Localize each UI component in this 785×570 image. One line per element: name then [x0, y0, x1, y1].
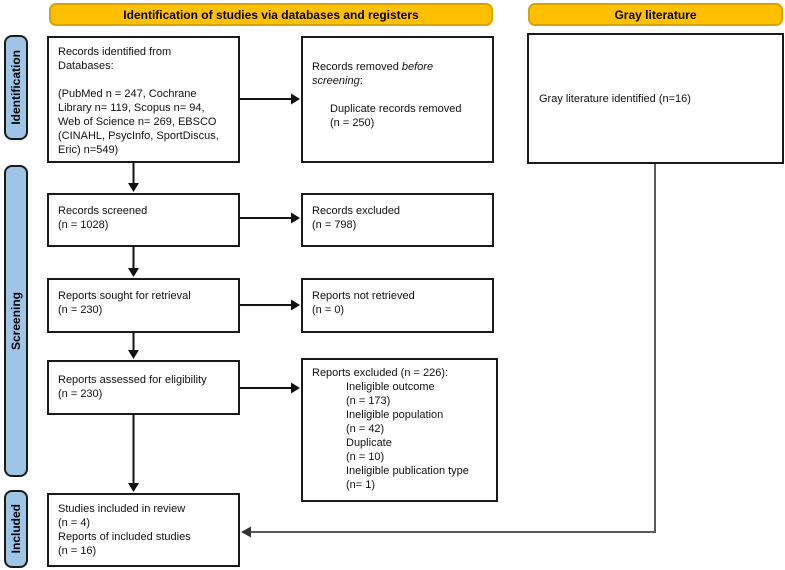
box-reports-excluded: Reports excluded (n = 226): Ineligible o… [301, 358, 498, 502]
text-line: (CINAHL, PsycInfo, SportDiscus, [58, 130, 219, 142]
box-reports-sought: Reports sought for retrieval (n = 230) [47, 278, 240, 333]
text-line: (n = 10) [346, 451, 385, 463]
text-line [312, 88, 488, 102]
stage-label-included: Included [4, 490, 28, 568]
box-records-screened: Records screened (n = 1028) [47, 193, 240, 247]
text-line: Records screened [58, 205, 148, 217]
arrow-identified-to-screened [128, 163, 139, 192]
box-reports-not-retrieved: Reports not retrieved (n = 0) [301, 278, 494, 333]
text-line: (n = 230) [58, 304, 103, 316]
text-line: (n= 1) [346, 479, 376, 491]
header-databases-registers: Identification of studies via databases … [49, 3, 493, 26]
text-line: Duplicate records removed [330, 103, 462, 115]
text-line: Ineligible outcome [346, 381, 435, 393]
arrow-identified-to-removed [240, 93, 300, 105]
stage-label-screening: Screening [4, 165, 28, 477]
text-line: (n = 0) [312, 304, 345, 316]
text-line: Records excluded [312, 205, 401, 217]
box-gray-literature: Gray literature identified (n=16) [527, 33, 784, 164]
arrow-sought-to-assessed [128, 333, 139, 359]
arrow-assessed-to-included [128, 415, 139, 492]
text-line [58, 73, 234, 87]
box-records-identified: Records identified from Databases: (PubM… [47, 36, 240, 163]
text-line: (n = 230) [58, 388, 103, 400]
text-line: Gray literature identified (n=16) [539, 92, 691, 105]
text-line: Reports not retrieved [312, 290, 415, 302]
text-line: Library n= 119, Scopus n= 94, [58, 102, 205, 114]
arrow-assessed-to-reports-excluded [240, 382, 300, 394]
stage-label-screening-text: Screening [9, 291, 23, 351]
text-line: Studies included in review [58, 503, 186, 515]
box-records-removed: Records removed before screening: Duplic… [301, 36, 494, 163]
arrow-screened-to-excluded [240, 212, 300, 224]
text-line: (n = 250) [330, 117, 375, 129]
arrow-screened-to-sought [128, 247, 139, 277]
text-normal: : [359, 75, 363, 87]
text-line: screening: [312, 74, 488, 88]
text-italic: screening [312, 75, 360, 87]
text-line: (n = 1028) [58, 219, 109, 231]
text-line: Records removed before [312, 60, 488, 74]
text-line: (PubMed n = 247, Cochrane [58, 88, 197, 100]
text-line: Ineligible population [346, 409, 444, 421]
text-line: (n = 798) [312, 219, 357, 231]
text-line: Databases: [58, 60, 114, 72]
box-studies-included: Studies included in review (n = 4) Repor… [47, 493, 240, 567]
text-line: Web of Science n= 269, EBSCO [58, 116, 217, 128]
stage-label-identification: Identification [4, 35, 28, 140]
text-line: Eric) n=549) [58, 144, 119, 156]
text-line: (n = 173) [346, 395, 391, 407]
text-line: Reports of included studies [58, 531, 191, 543]
stage-label-included-text: Included [9, 504, 23, 554]
text-line: Reports sought for retrieval [58, 290, 191, 302]
text-normal: Records removed [312, 61, 402, 73]
header-gray-literature: Gray literature [528, 3, 783, 26]
box-reports-assessed: Reports assessed for eligibility (n = 23… [47, 360, 240, 415]
text-line: Reports excluded (n = 226): [312, 367, 449, 379]
text-line: Duplicate [346, 437, 392, 449]
box-records-excluded: Records excluded (n = 798) [301, 193, 494, 247]
arrow-sought-to-not-retrieved [240, 299, 300, 311]
text-italic: before [401, 61, 434, 73]
text-line: Records identified from [58, 46, 172, 58]
text-line: (n = 42) [346, 423, 385, 435]
text-line: (n = 16) [58, 545, 97, 557]
text-line: Ineligible publication type [346, 465, 469, 477]
text-line: (n = 4) [58, 517, 91, 529]
text-line: Reports assessed for eligibility [58, 374, 207, 386]
stage-label-identification-text: Identification [9, 50, 23, 125]
